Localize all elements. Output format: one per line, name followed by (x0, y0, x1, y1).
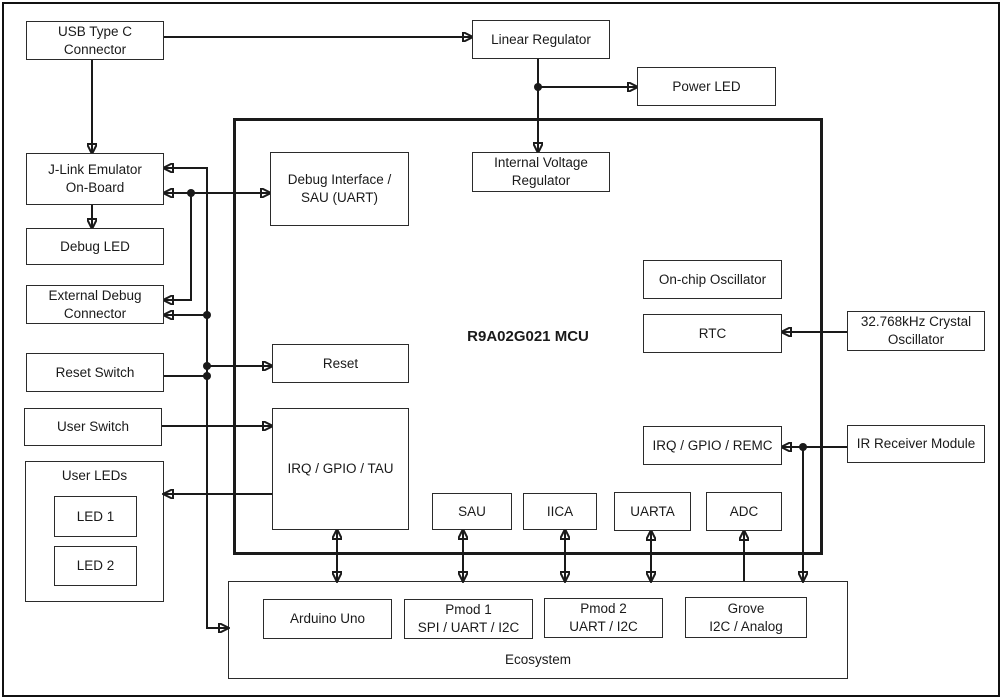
node-pmod-1: Pmod 1 SPI / UART / I2C (404, 599, 533, 639)
node-reset: Reset (272, 344, 409, 383)
node-uarta: UARTA (614, 492, 691, 531)
linear-regulator-label: Linear Regulator (491, 31, 591, 47)
node-on-chip-oscillator: On-chip Oscillator (643, 260, 782, 299)
node-usb-type-c-connector: USB Type C Connector (26, 21, 164, 60)
ecosystem-label: Ecosystem (504, 652, 572, 668)
irq-gpio-tau-label: IRQ / GPIO / TAU (287, 461, 394, 477)
node-user-switch: User Switch (24, 408, 162, 446)
node-grove: Grove I2C / Analog (685, 597, 807, 638)
user-switch-label: User Switch (56, 419, 129, 435)
node-led-2: LED 2 (54, 546, 137, 586)
on-chip-oscillator-label: On-chip Oscillator (658, 271, 767, 287)
reset-label: Reset (322, 355, 359, 371)
junction-dot (534, 83, 542, 91)
node-linear-regulator: Linear Regulator (472, 20, 610, 59)
arduino-uno-label: Arduino Uno (289, 611, 366, 627)
node-arduino-uno: Arduino Uno (263, 599, 392, 639)
node-sau: SAU (432, 493, 512, 530)
junction-dot (203, 372, 211, 380)
node-ir-receiver-module: IR Receiver Module (847, 425, 985, 463)
user-leds-label: User LEDs (61, 468, 128, 483)
junction-dot (187, 189, 195, 197)
mcu-label: R9A02G021 MCU (467, 327, 589, 345)
edge-branch-to-external-debug-upper (164, 193, 192, 300)
junction-dot (203, 362, 211, 370)
node-iica: IICA (523, 493, 597, 530)
internal-voltage-regulator-label: Internal Voltage Regulator (494, 155, 588, 188)
node-jlink-emulator: J-Link Emulator On-Board (26, 153, 164, 205)
power-led-label: Power LED (672, 78, 741, 94)
sau-label: SAU (458, 503, 486, 519)
junction-dot (203, 311, 211, 319)
node-pmod-2: Pmod 2 UART / I2C (544, 598, 663, 638)
ir-receiver-module-label: IR Receiver Module (856, 436, 976, 452)
iica-label: IICA (546, 503, 574, 519)
external-debug-connector-label: External Debug Connector (48, 287, 142, 321)
led-1-label: LED 1 (76, 508, 115, 524)
led-2-label: LED 2 (76, 558, 115, 574)
debug-led-label: Debug LED (60, 238, 130, 254)
pmod-1-label: Pmod 1 SPI / UART / I2C (417, 602, 520, 635)
node-power-led: Power LED (637, 67, 776, 106)
reset-switch-label: Reset Switch (55, 364, 135, 380)
node-debug-interface: Debug Interface / SAU (UART) (270, 152, 409, 226)
node-adc: ADC (706, 492, 782, 531)
node-reset-switch: Reset Switch (26, 353, 164, 392)
debug-interface-label: Debug Interface / SAU (UART) (287, 172, 392, 205)
edge-signal-bus-jlink-to-ecosystem (164, 168, 228, 628)
uarta-label: UARTA (630, 503, 675, 519)
node-crystal-oscillator: 32.768kHz Crystal Oscillator (847, 311, 985, 351)
rtc-label: RTC (698, 325, 727, 341)
node-debug-led: Debug LED (26, 228, 164, 265)
node-external-debug-connector: External Debug Connector (26, 285, 164, 324)
pmod-2-label: Pmod 2 UART / I2C (569, 601, 638, 634)
usb-type-c-connector-label: USB Type C Connector (57, 23, 133, 57)
jlink-emulator-label: J-Link Emulator On-Board (48, 162, 142, 195)
adc-label: ADC (729, 503, 759, 519)
node-rtc: RTC (643, 314, 782, 353)
node-irq-gpio-tau: IRQ / GPIO / TAU (272, 408, 409, 530)
node-internal-voltage-regulator: Internal Voltage Regulator (472, 152, 610, 192)
node-irq-gpio-remc: IRQ / GPIO / REMC (643, 426, 782, 465)
crystal-oscillator-label: 32.768kHz Crystal Oscillator (860, 314, 972, 347)
node-led-1: LED 1 (54, 496, 137, 537)
irq-gpio-remc-label: IRQ / GPIO / REMC (652, 437, 773, 453)
grove-label: Grove I2C / Analog (709, 600, 783, 634)
